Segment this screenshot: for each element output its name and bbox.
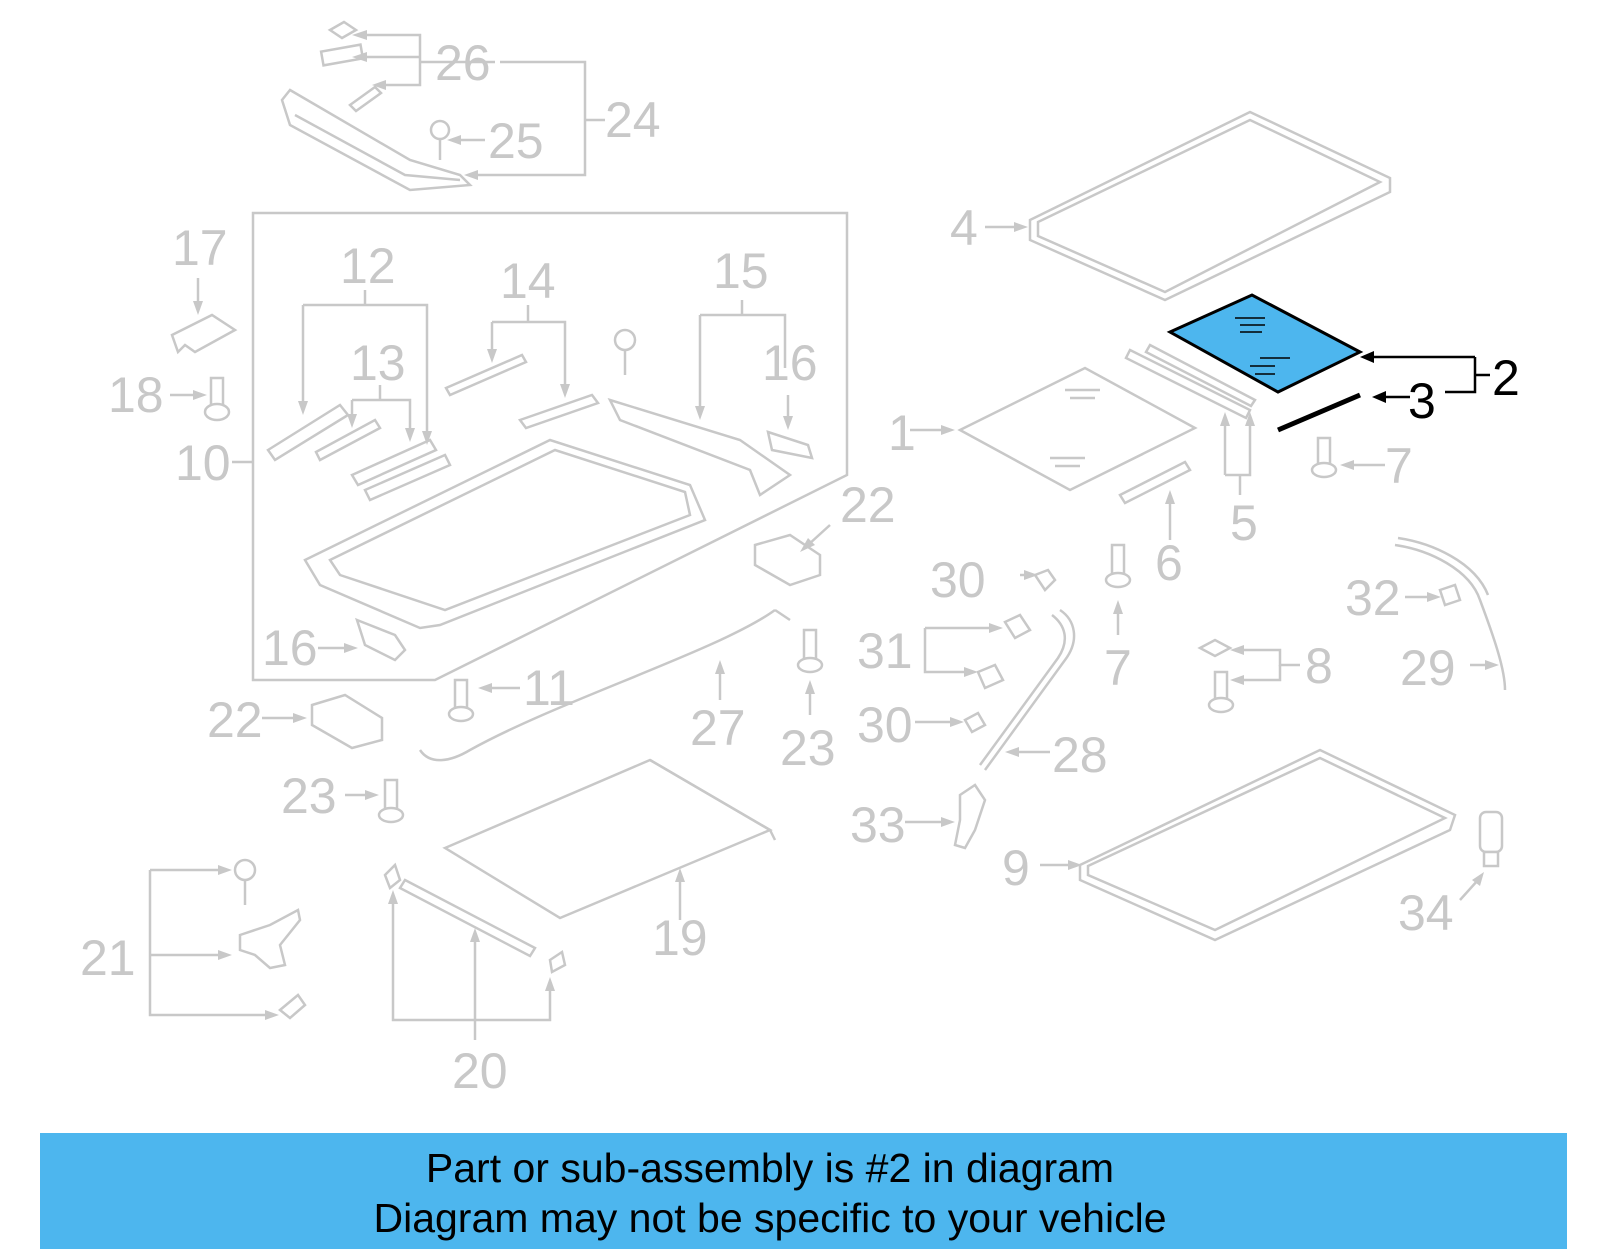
label-23b: 23	[281, 768, 337, 824]
label-23a: 23	[780, 720, 836, 776]
label-27: 27	[690, 700, 746, 756]
drive-cable-27	[418, 608, 791, 762]
label-34: 34	[1398, 885, 1454, 941]
label-24: 24	[605, 92, 661, 148]
bolts-23	[345, 628, 824, 824]
label-11: 11	[523, 660, 575, 716]
assembly-box-10	[251, 211, 849, 682]
label-21: 21	[80, 930, 136, 986]
sunroof-frame	[266, 328, 814, 662]
label-7a: 7	[1385, 438, 1413, 494]
label-6: 6	[1155, 535, 1183, 591]
bracket-8	[1197, 638, 1300, 714]
label-7b: 7	[1104, 640, 1132, 696]
clips-30-31	[915, 568, 1057, 734]
bolts-7	[1104, 436, 1385, 635]
label-25: 25	[488, 113, 544, 169]
bracket-21	[148, 858, 307, 1020]
banner-line-2: Diagram may not be specific to your vehi…	[373, 1195, 1167, 1241]
glass-panel-2-highlighted	[1166, 293, 1490, 433]
trim-rail-group	[280, 20, 473, 192]
label-17: 17	[172, 220, 228, 276]
label-5: 5	[1230, 495, 1258, 551]
banner-line-1: Part or sub-assembly is #2 in diagram	[425, 1145, 1115, 1191]
label-30a: 30	[930, 552, 986, 608]
label-13: 13	[350, 335, 406, 391]
label-14: 14	[500, 253, 556, 309]
label-10: 10	[175, 435, 231, 491]
label-15: 15	[713, 243, 769, 299]
label-30b: 30	[857, 697, 913, 753]
label-2: 2	[1492, 350, 1520, 406]
hose-29-32	[1394, 536, 1507, 691]
label-33: 33	[850, 797, 906, 853]
label-32: 32	[1345, 570, 1401, 626]
glass-1-and-rails-5-6	[910, 343, 1257, 540]
label-16a: 16	[762, 335, 818, 391]
info-banner: Part or sub-assembly is #2 in diagram Di…	[40, 1133, 1567, 1249]
label-31: 31	[857, 623, 913, 679]
deflector-seal-9	[1040, 748, 1457, 942]
guide-blocks-22	[262, 524, 831, 750]
label-29: 29	[1400, 640, 1456, 696]
label-9: 9	[1002, 840, 1030, 896]
label-26: 26	[435, 35, 491, 91]
label-20: 20	[452, 1043, 508, 1099]
label-8: 8	[1305, 638, 1333, 694]
plug-34	[1459, 810, 1504, 901]
seal-4	[985, 110, 1392, 302]
label-1: 1	[888, 405, 916, 461]
bracket-20	[388, 890, 555, 1040]
label-22a: 22	[840, 477, 896, 533]
brackets-12-16	[298, 290, 793, 653]
bracket-24-26	[352, 30, 605, 180]
label-22b: 22	[207, 692, 263, 748]
label-4: 4	[950, 200, 978, 256]
label-16b: 16	[262, 620, 318, 676]
label-18: 18	[108, 367, 164, 423]
clip-17-18	[170, 278, 238, 422]
sunshade-19	[383, 758, 777, 974]
label-12: 12	[340, 238, 396, 294]
label-19: 19	[652, 910, 708, 966]
label-28: 28	[1052, 727, 1108, 783]
drain-hose-28-33	[905, 608, 1076, 850]
label-3: 3	[1408, 373, 1436, 429]
